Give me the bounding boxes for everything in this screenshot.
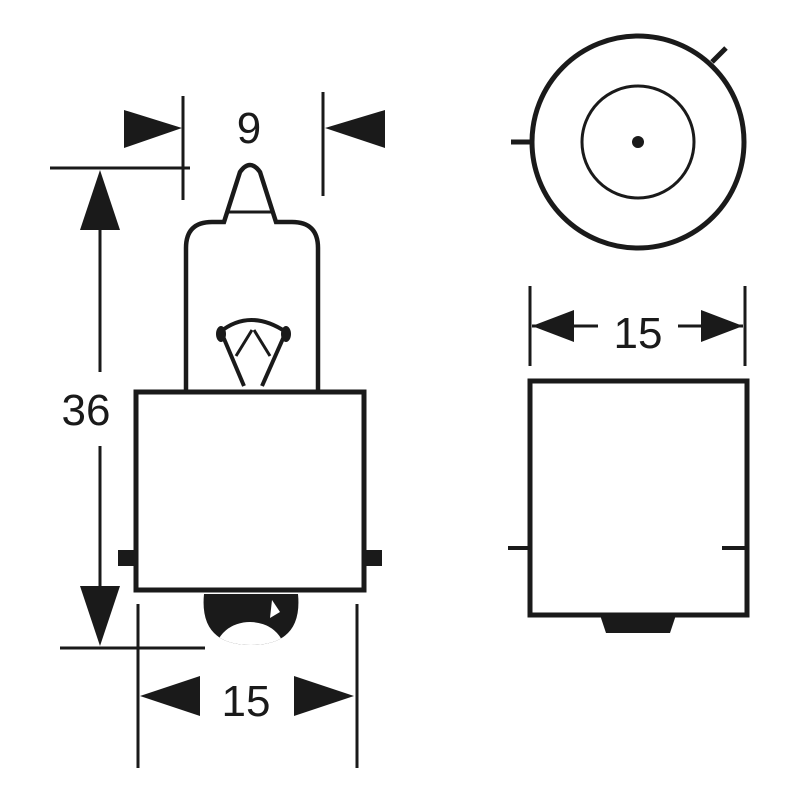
front-view: 15 [508,286,750,633]
center-contact-dot [632,136,644,148]
contact-circle [580,84,696,200]
arrow-right-icon [701,310,743,342]
dimension-base-width-front: 15 [528,286,747,366]
dimension-label-15-front: 15 [614,309,663,358]
contact-tip-front [600,615,676,633]
contact-tip [203,594,299,645]
arrow-left-icon [532,310,574,342]
arrow-right-icon [124,110,182,148]
dimension-label-9: 9 [237,104,261,153]
bayonet-pin-right-top [710,46,728,64]
arrow-left-icon [140,676,200,716]
dimension-bulb-width: 9 [124,92,385,200]
arrow-left-icon [325,110,385,148]
filament [216,318,291,387]
glass-bulb [183,162,321,390]
bulb-base-front [527,378,750,618]
dimension-label-15: 15 [222,677,271,726]
side-view: 9 36 15 [50,92,385,768]
arrow-right-icon [294,676,354,716]
arrow-up-icon [80,170,120,230]
bayonet-pin-right [362,550,382,566]
dimension-overall-height: 36 [50,166,205,650]
dimension-label-36: 36 [62,386,111,435]
top-view [511,33,747,251]
dimension-base-width-side: 15 [136,604,359,768]
bulb-base-side [133,389,367,593]
bayonet-pin-left [118,550,138,566]
arrow-down-icon [80,586,120,646]
